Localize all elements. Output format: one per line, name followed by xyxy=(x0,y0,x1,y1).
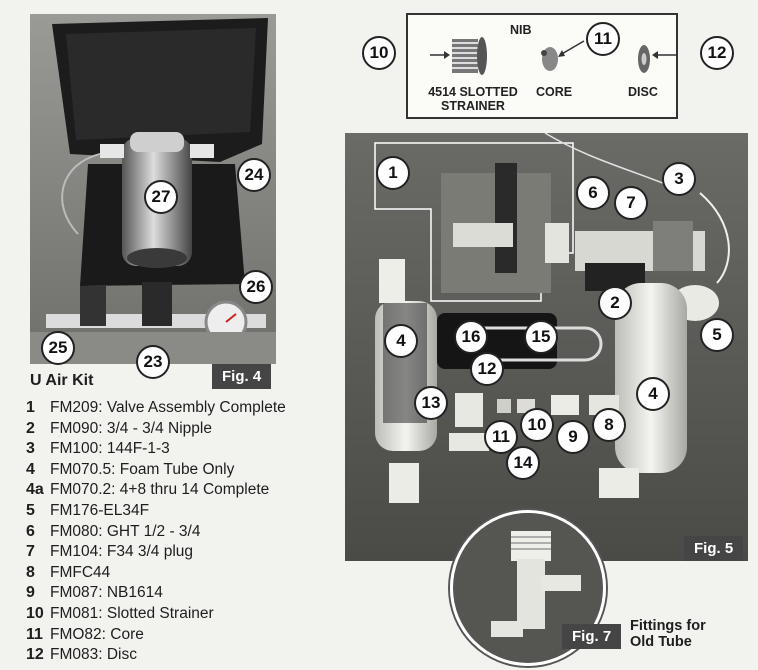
callout-12-box: 12 xyxy=(700,36,734,70)
callout-10: 10 xyxy=(520,408,554,442)
strainer-label: 4514 SLOTTED STRAINER xyxy=(428,85,518,113)
fig4-caption: U Air Kit xyxy=(30,372,94,389)
callout-12: 12 xyxy=(470,352,504,386)
callout-24: 24 xyxy=(237,158,271,192)
callout-7: 7 xyxy=(614,186,648,220)
strainer-parts-box: NIB 4514 SLOTTED STRAINER CORE DISC xyxy=(406,13,678,119)
callout-15: 15 xyxy=(524,320,558,354)
callout-4-right: 4 xyxy=(636,377,670,411)
callout-13: 13 xyxy=(414,386,448,420)
nib-label: NIB xyxy=(510,23,532,37)
strainer-parts-illustration xyxy=(430,37,676,75)
callout-11: 11 xyxy=(484,420,518,454)
callout-27: 27 xyxy=(144,180,178,214)
fig5-tag: Fig. 5 xyxy=(684,536,744,561)
callout-23: 23 xyxy=(136,345,170,379)
callout-5: 5 xyxy=(700,318,734,352)
disc-label: DISC xyxy=(628,85,658,99)
fig7-tag: Fig. 7 xyxy=(562,624,622,649)
callout-9: 9 xyxy=(556,420,590,454)
callout-25: 25 xyxy=(41,331,75,365)
core-icon xyxy=(541,47,558,71)
callout-14: 14 xyxy=(506,446,540,480)
callout-2: 2 xyxy=(598,286,632,320)
disc-icon xyxy=(638,45,650,73)
callout-16: 16 xyxy=(454,320,488,354)
callout-6: 6 xyxy=(576,176,610,210)
fig7-caption: Fittings for Old Tube xyxy=(630,618,706,650)
callout-8: 8 xyxy=(592,408,626,442)
callout-4-left: 4 xyxy=(384,324,418,358)
slotted-strainer-icon xyxy=(452,37,487,75)
fig4-tag: Fig. 4 xyxy=(212,364,272,389)
callout-26: 26 xyxy=(239,270,273,304)
callout-3: 3 xyxy=(662,162,696,196)
core-label: CORE xyxy=(536,85,573,99)
callout-1: 1 xyxy=(376,156,410,190)
callout-10-box: 10 xyxy=(362,36,396,70)
callout-11-box: 11 xyxy=(586,22,620,56)
